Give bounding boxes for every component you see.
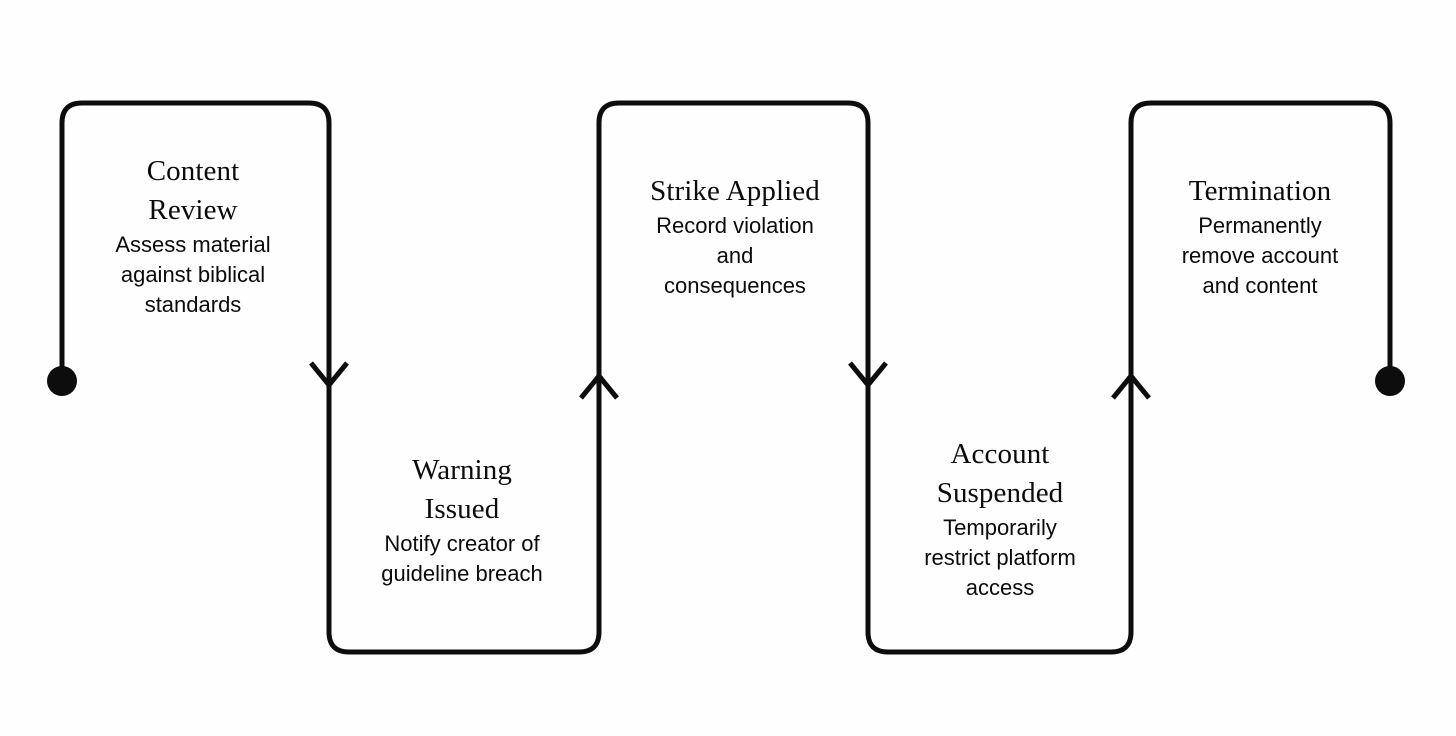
- step-description-2: Notify creator of guideline breach: [381, 531, 543, 586]
- step-description-3: Record violation and consequences: [656, 213, 814, 298]
- flow-path-segment-2: [326, 370, 602, 655]
- step-title-2: Warning Issued: [412, 454, 512, 525]
- step-node-4[interactable]: Account Suspended Temporarily restrict p…: [890, 435, 1110, 603]
- start-dot-icon: [47, 366, 77, 396]
- step-node-5[interactable]: Termination Permanently remove account a…: [1150, 172, 1370, 301]
- arrowhead-up-icon-2: [579, 372, 619, 400]
- step-title-3: Strike Applied: [650, 175, 820, 207]
- step-description-5: Permanently remove account and content: [1181, 213, 1339, 298]
- arrowhead-down-icon-3: [848, 361, 888, 389]
- step-description-1: Assess material against biblical standar…: [115, 232, 271, 317]
- arrowhead-up-icon-4: [1111, 372, 1151, 400]
- end-dot-icon: [1375, 366, 1405, 396]
- flow-path-segment-5: [1128, 100, 1393, 392]
- step-title-4: Account Suspended: [936, 438, 1064, 509]
- step-title-5: Termination: [1188, 175, 1332, 207]
- step-title-1: Content Review: [146, 155, 240, 226]
- step-node-3[interactable]: Strike Applied Record violation and cons…: [622, 172, 848, 301]
- step-description-4: Temporarily restrict platform access: [924, 515, 1076, 600]
- step-node-1[interactable]: Content Review Assess material against b…: [88, 152, 298, 320]
- flow-path-segment-4: [865, 370, 1134, 655]
- step-node-2[interactable]: Warning Issued Notify creator of guideli…: [356, 451, 568, 589]
- flow-path-segment-1: [59, 100, 332, 392]
- flow-path-segment-3: [596, 100, 871, 392]
- arrowhead-down-icon-1: [309, 361, 349, 389]
